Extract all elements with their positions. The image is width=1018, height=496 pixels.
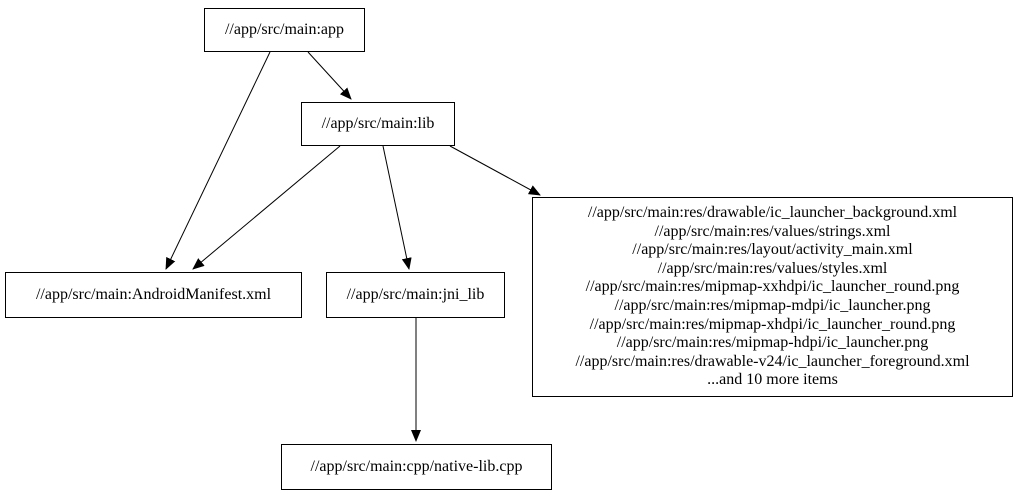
res-file-item: //app/src/main:res/layout/activity_main.…	[632, 241, 913, 259]
graph-node-android-manifest: //app/src/main:AndroidManifest.xml	[5, 272, 302, 318]
graph-node-android-manifest-label: //app/src/main:AndroidManifest.xml	[35, 286, 272, 303]
edge-lib-to-res-group	[449, 145, 541, 196]
res-file-item: //app/src/main:res/mipmap-xxhdpi/ic_laun…	[585, 278, 960, 296]
graph-node-native-lib-cpp-label: //app/src/main:cpp/native-lib.cpp	[310, 458, 523, 475]
res-file-item: //app/src/main:res/drawable-v24/ic_launc…	[575, 352, 970, 370]
graph-node-native-lib-cpp: //app/src/main:cpp/native-lib.cpp	[281, 444, 552, 490]
res-file-item: //app/src/main:res/mipmap-mdpi/ic_launch…	[614, 297, 931, 314]
res-file-item: //app/src/main:res/mipmap-xhdpi/ic_launc…	[589, 315, 956, 333]
graph-node-res-file-group: //app/src/main:res/drawable/ic_launcher_…	[532, 197, 1013, 397]
edge-lib-to-manifest	[192, 145, 341, 270]
res-file-item: //app/src/main:res/mipmap-hdpi/ic_launch…	[616, 334, 929, 352]
res-file-item: //app/src/main:res/values/styles.xml	[657, 259, 888, 277]
graph-node-app: //app/src/main:app	[204, 8, 365, 52]
graph-node-jni-lib: //app/src/main:jni_lib	[326, 272, 505, 318]
graph-node-lib-label: //app/src/main:lib	[321, 115, 435, 132]
res-file-item: //app/src/main:res/values/strings.xml	[654, 222, 891, 240]
graph-node-lib: //app/src/main:lib	[301, 102, 455, 146]
edge-app-to-lib	[307, 51, 352, 100]
graph-node-app-label: //app/src/main:app	[224, 21, 345, 38]
edge-app-to-manifest	[165, 51, 271, 270]
graph-node-jni-lib-label: //app/src/main:jni_lib	[346, 286, 485, 303]
res-more-items-note: ...and 10 more items	[707, 371, 838, 389]
res-file-item: //app/src/main:res/drawable/ic_launcher_…	[587, 204, 958, 222]
edge-lib-to-jni-lib	[382, 145, 412, 270]
